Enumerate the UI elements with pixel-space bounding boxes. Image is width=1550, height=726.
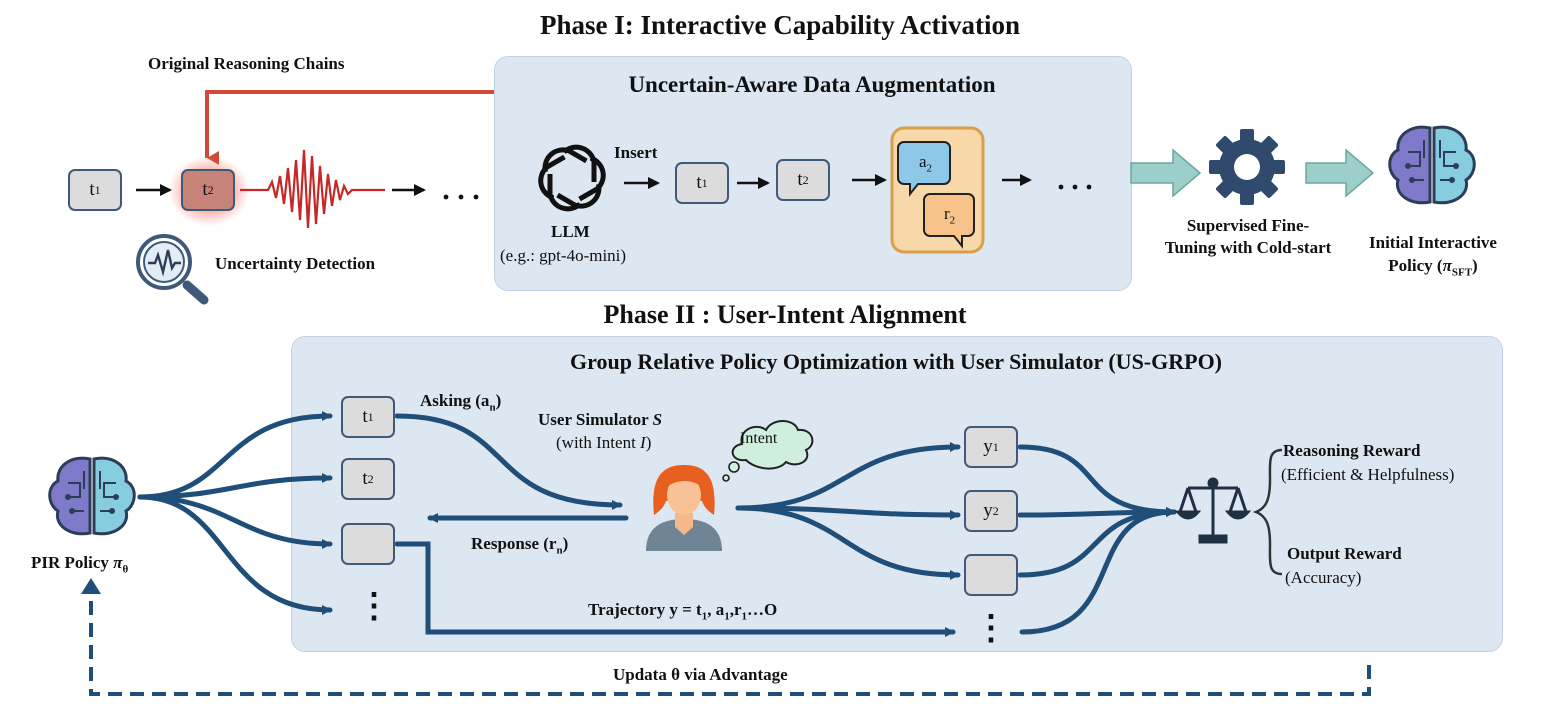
brain-icon-sft [1388, 125, 1476, 205]
phase2-vdots-right: ⋮ [974, 610, 1008, 647]
initial-policy-label: Initial Interactive Policy (πSFT) [1369, 233, 1497, 279]
user-simulator-label: User Simulator S [538, 410, 663, 429]
brain-icon-policy [48, 456, 136, 536]
intent-bubble-label: Intent [740, 430, 778, 447]
thought-bubble-icon [722, 420, 814, 482]
y-empty-box [964, 554, 1018, 596]
insert-label: Insert [614, 143, 658, 162]
update-label: Updata θ via Advantage [613, 665, 788, 684]
sft-label: Supervised Fine-Tuning with Cold-start [1164, 216, 1332, 257]
us-grpo-title: Group Relative Policy Optimization with … [569, 349, 1223, 374]
phase2-vdots-left: ⋮ [357, 588, 391, 625]
original-chains-label: Original Reasoning Chains [148, 54, 345, 73]
a2-label: a2 [919, 152, 933, 175]
reasoning-reward-label: Reasoning Reward [1283, 441, 1421, 460]
phase2-empty-box [341, 523, 395, 565]
asking-label: Asking (an) [420, 391, 502, 414]
uncertainty-detection-label: Uncertainty Detection [215, 254, 376, 273]
gear-icon [1209, 129, 1285, 205]
trajectory-label: Trajectory y = t1, a1,r1…O [588, 600, 778, 623]
policy-label: PIR Policy πθ [31, 553, 129, 576]
augmentation-title: Uncertain-Aware Data Augmentation [628, 72, 996, 97]
magnifier-icon [136, 234, 209, 305]
reasoning-detail-label: (Efficient & Helpfulness) [1281, 465, 1455, 484]
llm-logo-icon [538, 144, 606, 212]
phase2-title: Phase II : User-Intent Alignment [603, 300, 967, 329]
with-intent-label: (with Intent I) [556, 433, 652, 452]
output-reward-label: Output Reward [1287, 544, 1402, 563]
llm-label: LLM [551, 222, 590, 241]
scale-icon [1174, 477, 1252, 544]
r2-label: r2 [944, 204, 956, 227]
phase1-title: Phase I: Interactive Capability Activati… [540, 10, 1020, 40]
response-label: Response (rn) [471, 534, 569, 557]
output-detail-label: (Accuracy) [1285, 568, 1362, 587]
us-grpo-panel [291, 336, 1503, 652]
llm-example-label: (e.g.: gpt-4o-mini) [500, 246, 627, 265]
user-avatar-icon [646, 465, 722, 551]
